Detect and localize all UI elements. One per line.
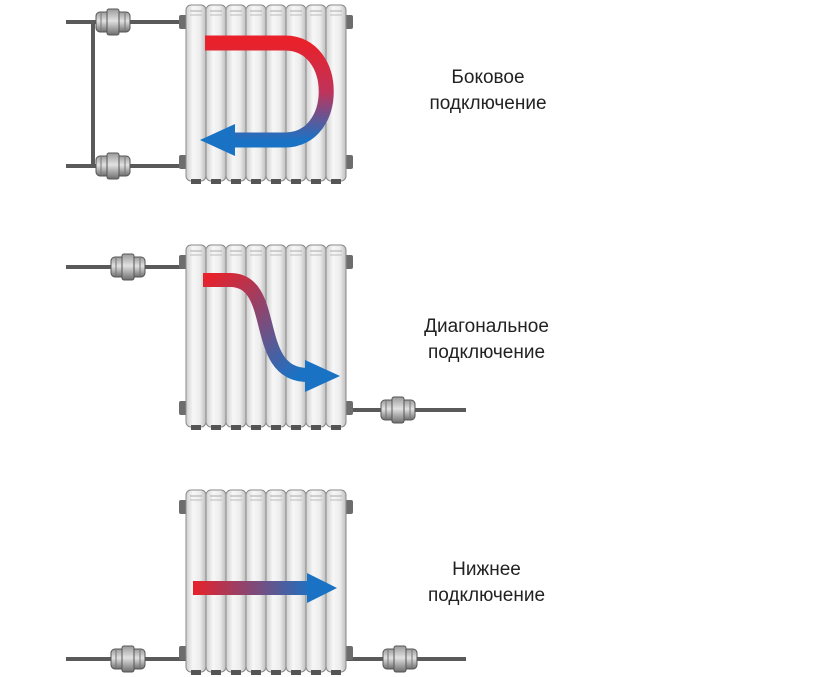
side-connection-diagram: Боковое подключение — [0, 0, 830, 200]
radiator-plug — [345, 646, 353, 660]
valve-nut — [106, 152, 120, 180]
supply-valve — [95, 8, 131, 36]
radiator-foot — [311, 670, 321, 675]
radiator-foot — [291, 670, 301, 675]
valve-nut — [121, 645, 135, 673]
radiator-plug — [179, 500, 187, 514]
bottom-connection-illustration — [66, 489, 466, 675]
radiator-foot — [311, 179, 321, 184]
caption-line-1: Диагональное — [424, 316, 549, 337]
radiator-foot — [211, 425, 221, 430]
bottom-connection-diagram: Нижнее подключение — [0, 485, 830, 677]
caption-line-1: Нижнее — [452, 559, 521, 580]
radiator-section — [325, 489, 347, 673]
radiator-foot — [331, 425, 341, 430]
radiator-plug — [345, 255, 353, 269]
radiator-section — [325, 244, 347, 428]
radiator-section — [185, 244, 207, 428]
radiator-foot — [291, 179, 301, 184]
radiator-section — [285, 244, 307, 428]
flow-arrowhead — [307, 573, 337, 603]
radiator-foot — [271, 179, 281, 184]
radiator-section — [265, 4, 287, 182]
flow-path — [193, 581, 313, 595]
radiator-foot — [191, 179, 201, 184]
return-valve — [95, 152, 131, 180]
radiator-foot — [231, 670, 241, 675]
flow-path — [203, 273, 309, 382]
radiator-plug — [345, 401, 353, 415]
radiator-plug — [345, 15, 353, 29]
radiator-plug — [179, 155, 187, 169]
diagonal-connection-illustration — [66, 244, 466, 430]
radiator-foot — [231, 179, 241, 184]
radiator-section — [305, 244, 327, 428]
side-connection-caption: Боковое подключение — [398, 65, 578, 117]
valve-nut — [106, 8, 120, 36]
radiator-foot — [251, 425, 261, 430]
radiator-foot — [211, 179, 221, 184]
radiator-section — [245, 4, 267, 182]
radiator-plug — [345, 155, 353, 169]
caption-line-1: Боковое — [451, 67, 525, 88]
radiator-foot — [211, 670, 221, 675]
radiator-foot — [331, 670, 341, 675]
valve-nut — [121, 253, 135, 281]
diagonal-connection-diagram: Диагональное подключение — [0, 240, 830, 440]
radiator-foot — [271, 670, 281, 675]
radiator-plug — [345, 500, 353, 514]
radiator-foot — [251, 670, 261, 675]
return-valve — [380, 396, 416, 424]
radiator-plug — [179, 255, 187, 269]
flow-arrowhead — [305, 360, 340, 392]
valve-nut — [393, 645, 407, 673]
radiator-section — [205, 4, 227, 182]
radiator-foot — [311, 425, 321, 430]
radiator-section — [285, 4, 307, 182]
radiator-foot — [331, 179, 341, 184]
radiator-foot — [271, 425, 281, 430]
radiator-foot — [251, 179, 261, 184]
radiator-section — [205, 244, 227, 428]
radiator-section — [225, 244, 247, 428]
caption-line-2: подключение — [427, 585, 546, 606]
valve-nut — [391, 396, 405, 424]
diagonal-connection-caption: Диагональное подключение — [394, 314, 579, 366]
radiator-foot — [231, 425, 241, 430]
caption-line-2: подключение — [427, 342, 546, 363]
bottom-connection-caption: Нижнее подключение — [394, 557, 579, 609]
return-valve — [382, 645, 418, 673]
radiator-plug — [179, 15, 187, 29]
supply-valve — [110, 645, 146, 673]
flow-path — [205, 35, 334, 148]
radiator-foot — [191, 425, 201, 430]
radiator-section — [225, 4, 247, 182]
radiator-foot — [291, 425, 301, 430]
radiator-plug — [179, 401, 187, 415]
supply-valve — [110, 253, 146, 281]
flow-arrowhead — [200, 124, 235, 156]
radiator-foot — [191, 670, 201, 675]
radiator-section — [185, 4, 207, 182]
side-connection-illustration — [66, 4, 353, 184]
radiator-plug — [179, 646, 187, 660]
caption-line-2: подключение — [429, 93, 547, 114]
